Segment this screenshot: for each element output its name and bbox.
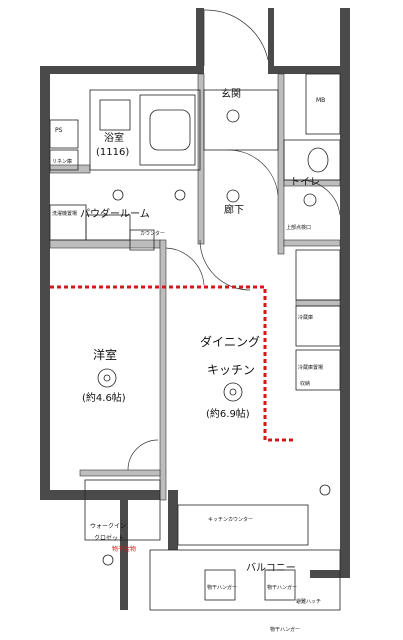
note-fridge: 冷蔵庫置場 xyxy=(298,365,324,371)
room-powder: パウダールーム xyxy=(80,209,150,220)
room-western: 洋室 xyxy=(93,348,118,362)
note-hanger-right: 物干ハンガー xyxy=(267,585,298,591)
room-mb: MB xyxy=(316,97,326,104)
outlines xyxy=(49,73,341,611)
room-ps: PS xyxy=(55,127,63,134)
ldk-boundary xyxy=(50,285,296,442)
note-rinnai: リネン庫 xyxy=(52,159,73,165)
note-hanger-left: 物干金物 xyxy=(112,546,137,553)
door-swings xyxy=(127,9,341,471)
room-kitchen: キッチン xyxy=(207,363,256,377)
note-counter: カウンター xyxy=(140,231,166,237)
note-hanger-mid: 物干ハンガー xyxy=(207,585,238,591)
room-toilet: トイレ xyxy=(290,177,320,188)
note-kitchen-counter: キッチンカウンター xyxy=(208,517,254,523)
room-bath: 浴室 xyxy=(104,133,124,144)
room-genkan: 玄関 xyxy=(221,89,241,100)
walls xyxy=(40,8,350,610)
note-hanger-bottom: 物干ハンガー xyxy=(270,627,301,633)
note-fridge-small: 冷蔵庫 xyxy=(298,315,314,321)
note-fire-exit: 避難ハッチ xyxy=(296,599,322,605)
room-walkin-2: クロゼット xyxy=(94,535,125,542)
room-walkin-1: ウォークイン xyxy=(90,523,127,530)
room-balcony: バルコニー xyxy=(246,563,296,574)
note-inspection: 上部点検口 xyxy=(286,225,312,231)
room-western-size: (約4.6帖) xyxy=(82,393,126,404)
room-rouka: 廊下 xyxy=(224,205,244,216)
fixtures xyxy=(97,109,331,566)
room-dining-size: (約6.9帖) xyxy=(206,409,250,420)
room-dining: ダイニング xyxy=(200,335,261,349)
note-washer: 洗濯機置場 xyxy=(52,211,78,217)
room-bath-size: (1116) xyxy=(96,147,130,158)
note-storage: 収納 xyxy=(300,381,311,387)
